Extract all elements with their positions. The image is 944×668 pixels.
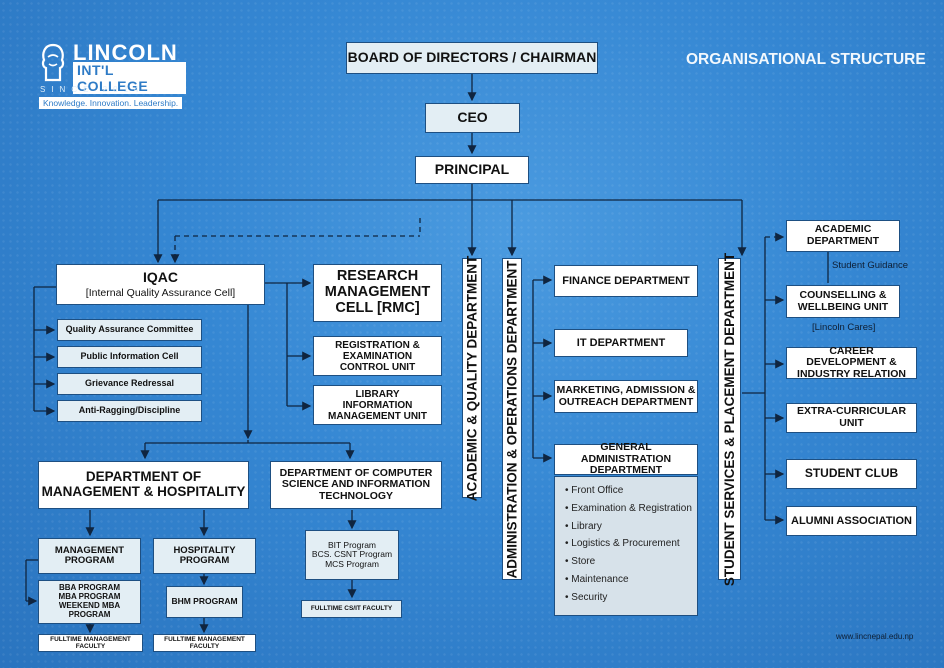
list-item: • Maintenance — [565, 573, 629, 585]
dept-cs-title-line2: SCIENCE AND INFORMATION — [281, 478, 431, 491]
mgmt-program-bba: BBA PROGRAM — [58, 583, 121, 593]
general-admin-list: • Front Office • Examination & Registrat… — [554, 476, 698, 616]
page-title: ORGANISATIONAL STRUCTURE — [686, 51, 926, 68]
cs-faculty-box: FULLTIME CS/IT FACULTY — [301, 600, 402, 618]
list-item: • Logistics & Procurement — [565, 538, 680, 550]
college-logo: LINCOLN INT'L COLLEGE SINCE 2014 Knowled… — [36, 40, 186, 112]
student-club-box: STUDENT CLUB — [786, 459, 917, 489]
list-item: • Front Office — [565, 485, 624, 496]
list-item: • Store — [565, 556, 596, 568]
mgmt-faculty-box: FULLTIME MANAGEMENT FACULTY — [38, 634, 143, 652]
logo-tagline: Knowledge. Innovation. Leadership. — [39, 97, 183, 109]
iqac-box: IQAC [Internal Quality Assurance Cell] — [56, 264, 265, 305]
board-of-directors-box: BOARD OF DIRECTORS / CHAIRMAN — [346, 42, 598, 74]
hospitality-program-box: HOSPITALITY PROGRAM — [153, 538, 256, 574]
list-item: • Examination & Registration — [565, 502, 692, 514]
iqac-unit-quality-assurance: Quality Assurance Committee — [57, 319, 202, 341]
aqd-label: ACADEMIC & QUALITY DEPARTMENT — [464, 255, 480, 501]
general-administration-box: GENERAL ADMINISTRATION DEPARTMENT — [554, 441, 698, 476]
logo-emblem-icon — [38, 42, 68, 84]
iqac-unit-public-information: Public Information Cell — [57, 346, 202, 368]
bhm-program-box: BHM PROGRAM — [166, 586, 243, 618]
student-services-placement-department: STUDENT SERVICES & PLACEMENT DEPARTMENT — [718, 252, 741, 586]
cs-programs-box: BIT Program BCS. CSNT Program MCS Progra… — [305, 530, 399, 580]
principal-box: PRINCIPAL — [415, 156, 529, 184]
cs-program-bcs: BCS. CSNT Program — [311, 549, 393, 560]
rmc-title-line2: MANAGEMENT — [324, 284, 431, 301]
dept-cs-title-line3: TECHNOLOGY — [318, 489, 394, 502]
research-management-cell-box: RESEARCH MANAGEMENT CELL [RMC] — [313, 264, 442, 322]
logo-since: SINCE 2014 — [40, 85, 145, 94]
academic-department-box: ACADEMIC DEPARTMENT — [786, 220, 900, 252]
hosp-faculty-box: FULLTIME MANAGEMENT FACULTY — [153, 634, 256, 652]
dept-mgmt-title-line1: DEPARTMENT OF — [85, 469, 202, 485]
sspd-label: STUDENT SERVICES & PLACEMENT DEPARTMENT — [722, 252, 737, 586]
website-link[interactable]: www.lincnepal.edu.np — [836, 632, 914, 641]
dept-management-hospitality-box: DEPARTMENT OF MANAGEMENT & HOSPITALITY — [38, 461, 249, 509]
it-department-box: IT DEPARTMENT — [554, 329, 688, 357]
dept-cs-title-line1: DEPARTMENT OF COMPUTER — [279, 466, 433, 479]
iqac-title: IQAC — [143, 268, 178, 285]
mgmt-program-mba: MBA PROGRAM — [58, 592, 121, 602]
iqac-unit-grievance: Grievance Redressal — [57, 373, 202, 395]
cs-program-mcs: MCS Program — [325, 558, 379, 569]
finance-department-box: FINANCE DEPARTMENT — [554, 265, 698, 297]
aod-label: ADMINISTRATION & OPERATIONS DEPARTMENT — [504, 260, 520, 578]
management-program-box: MANAGEMENT PROGRAM — [38, 538, 141, 574]
counselling-wellbeing-box: COUNSELLING & WELLBEING UNIT — [786, 285, 900, 318]
dept-mgmt-title-line2: MANAGEMENT & HOSPITALITY — [41, 484, 246, 499]
list-item: • Security — [565, 591, 608, 603]
alumni-association-box: ALUMNI ASSOCIATION — [786, 506, 917, 536]
logo-name-line1: LINCOLN — [73, 40, 178, 65]
marketing-admission-box: MARKETING, ADMISSION & OUTREACH DEPARTME… — [554, 380, 698, 413]
rmc-title-line3: CELL [RMC] — [335, 299, 420, 316]
dept-computer-science-box: DEPARTMENT OF COMPUTER SCIENCE AND INFOR… — [270, 461, 442, 509]
registration-exam-control-box: REGISTRATION & EXAMINATION CONTROL UNIT — [313, 336, 442, 376]
logo-name-line2: INT'L COLLEGE — [73, 62, 186, 94]
iqac-subtitle: [Internal Quality Assurance Cell] — [85, 286, 236, 299]
extra-curricular-box: EXTRA-CURRICULAR UNIT — [786, 403, 917, 433]
library-information-box: LIBRARY INFORMATION MANAGEMENT UNIT — [313, 385, 442, 425]
iqac-unit-anti-ragging: Anti-Ragging/Discipline — [57, 400, 202, 422]
mgmt-programs-box: BBA PROGRAM MBA PROGRAM WEEKEND MBA PROG… — [38, 580, 141, 624]
list-item: • Library — [565, 520, 602, 532]
rmc-title-line1: RESEARCH — [336, 268, 419, 285]
ceo-box: CEO — [425, 103, 520, 133]
mgmt-program-weekend-mba: WEEKEND MBA PROGRAM — [58, 601, 121, 619]
career-development-box: CAREER DEVELOPMENT & INDUSTRY RELATION — [786, 345, 917, 380]
lincoln-cares-note: [Lincoln Cares] — [812, 322, 876, 333]
cs-program-bit: BIT Program — [327, 539, 377, 550]
administration-operations-department: ADMINISTRATION & OPERATIONS DEPARTMENT — [502, 258, 522, 580]
student-guidance-note: Student Guidance — [832, 260, 909, 271]
academic-quality-department: ACADEMIC & QUALITY DEPARTMENT — [462, 255, 482, 501]
